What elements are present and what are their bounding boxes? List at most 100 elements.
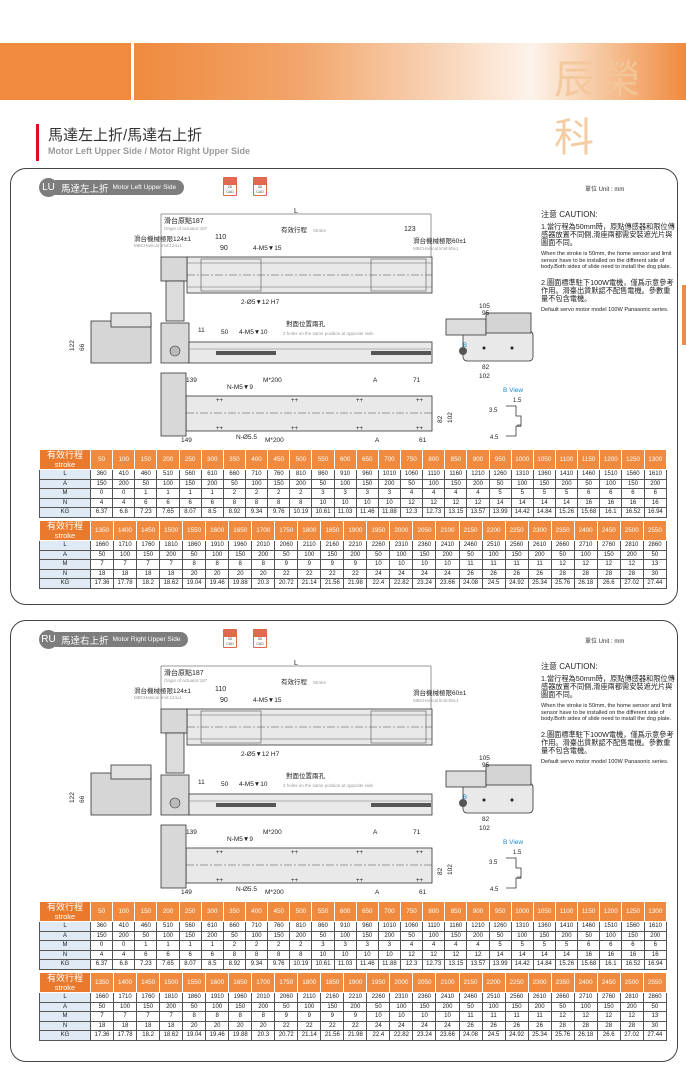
table-cell: 1760 xyxy=(136,992,161,1003)
table-cell: 100 xyxy=(156,930,180,941)
table-cell: 150 xyxy=(178,478,202,489)
stroke-value: 1550 xyxy=(182,520,207,541)
table-cell: 8.5 xyxy=(200,507,224,518)
table-cell: 18.62 xyxy=(159,1030,184,1041)
section-title-zh: 馬達右上折 xyxy=(61,635,109,647)
2d-cad-download-button[interactable]: 2D CAD xyxy=(223,177,237,196)
stroke-value: 1550 xyxy=(182,972,207,993)
table-cell: 3 xyxy=(355,940,379,951)
table-cell: 1960 xyxy=(228,540,253,551)
table-cell: 11 xyxy=(504,1011,529,1022)
table-cell: 3 xyxy=(333,488,357,499)
stroke-value: 1700 xyxy=(251,972,276,993)
dimension-label: 有效行程 xyxy=(281,225,308,234)
table-cell: 8 xyxy=(222,497,246,508)
table-cell: 11.88 xyxy=(377,959,401,970)
dimension-label: 102 xyxy=(479,373,490,380)
banner-block-right: 辰榮科 xyxy=(134,43,686,161)
motor-connector xyxy=(110,764,152,780)
end-view-body xyxy=(462,782,534,814)
table-cell: 100 xyxy=(599,478,623,489)
2d-cad-download-button[interactable]: 2D CAD xyxy=(223,629,237,648)
table-cell: 24 xyxy=(412,1020,437,1031)
table-cell: 8.92 xyxy=(222,959,246,970)
table-cell: 28 xyxy=(550,1020,575,1031)
table-cell: 27.02 xyxy=(619,578,644,589)
caution-note-1-en: When the stroke is 50mm, the home sensor… xyxy=(541,703,672,723)
table-cell: 100 xyxy=(599,930,623,941)
table-cell: 11 xyxy=(527,1011,552,1022)
table-cell: 18 xyxy=(159,568,184,579)
table-cell: 6 xyxy=(200,949,224,960)
table-cell: 50 xyxy=(366,549,391,560)
stroke-value: 550 xyxy=(311,901,335,922)
dimension-label: MBCHanical limit:124±1 xyxy=(134,695,182,700)
table-cell: 1960 xyxy=(228,992,253,1003)
table-cell: 8 xyxy=(289,497,313,508)
table-cell: 18 xyxy=(89,568,115,579)
dimension-label: 1.5 xyxy=(513,398,522,404)
table-cell: 26 xyxy=(504,568,529,579)
table-cell: 610 xyxy=(200,921,224,932)
table-cell: 1010 xyxy=(377,921,401,932)
table-cell: 3 xyxy=(311,940,335,951)
row-label: A xyxy=(39,1001,91,1012)
dimension-label: M*200 xyxy=(263,377,282,384)
table-cell: 6 xyxy=(200,497,224,508)
table-cell: 20.3 xyxy=(251,578,276,589)
table-cell: 12 xyxy=(444,949,468,960)
caution-note-2-en: Default servo motor model 100W Panasonic… xyxy=(541,306,669,313)
hole-mark: ++ xyxy=(291,398,299,404)
table-cell: 28 xyxy=(573,1020,598,1031)
table-cell: 150 xyxy=(504,549,529,560)
table-cell: 10 xyxy=(435,1011,460,1022)
table-cell: 410 xyxy=(112,469,136,480)
table-cell: 12 xyxy=(596,1011,621,1022)
table-cell: 26 xyxy=(481,568,506,579)
table-cell: 12.3 xyxy=(399,507,424,518)
dimension-label: 82 xyxy=(482,364,490,371)
table-cell: 22 xyxy=(274,568,299,579)
table-cell: 6 xyxy=(643,488,668,499)
table-cell: 26.6 xyxy=(596,578,621,589)
table-cell: 6 xyxy=(178,949,202,960)
bottom-view-body xyxy=(185,395,433,432)
mount-hole xyxy=(482,346,486,350)
dimension-label: 滑台機械極限124±1 xyxy=(134,234,191,243)
table-cell: 2010 xyxy=(251,992,276,1003)
table-cell: 2510 xyxy=(481,992,506,1003)
3d-cad-download-button[interactable]: 3D CAD xyxy=(253,629,267,648)
dimension-label: 82 xyxy=(437,867,444,875)
stroke-label-zh: 有效行程 xyxy=(46,520,83,531)
table-cell: 14 xyxy=(510,949,534,960)
table-cell: 22 xyxy=(343,568,368,579)
stroke-value: 200 xyxy=(156,449,180,470)
dimension-label: A xyxy=(373,377,378,384)
stroke-value: 1900 xyxy=(343,972,368,993)
table-cell: 13.57 xyxy=(466,507,490,518)
table-cell: 560 xyxy=(178,469,202,480)
gearbox-side-view xyxy=(160,774,190,816)
table-cell: 18.2 xyxy=(136,1030,161,1041)
dimension-label: 71 xyxy=(413,829,421,836)
3d-cad-download-button[interactable]: 3D CAD xyxy=(253,177,267,196)
table-cell: 11.03 xyxy=(333,959,357,970)
table-cell: 150 xyxy=(320,1001,345,1012)
row-label: N xyxy=(39,949,91,960)
dimension-label: 61 xyxy=(419,889,427,896)
stroke-value: 1500 xyxy=(159,520,184,541)
stroke-value: 450 xyxy=(267,449,291,470)
table-cell: 2610 xyxy=(527,992,552,1003)
dimension-label: 4.5 xyxy=(490,435,499,441)
table-cell: 4 xyxy=(444,940,468,951)
table-cell: 26.6 xyxy=(596,1030,621,1041)
table-cell: 960 xyxy=(355,469,379,480)
row-label: KG xyxy=(39,507,91,518)
table-cell: 7 xyxy=(136,559,161,570)
stroke-value: 2000 xyxy=(389,520,414,541)
table-cell: 2 xyxy=(267,940,291,951)
